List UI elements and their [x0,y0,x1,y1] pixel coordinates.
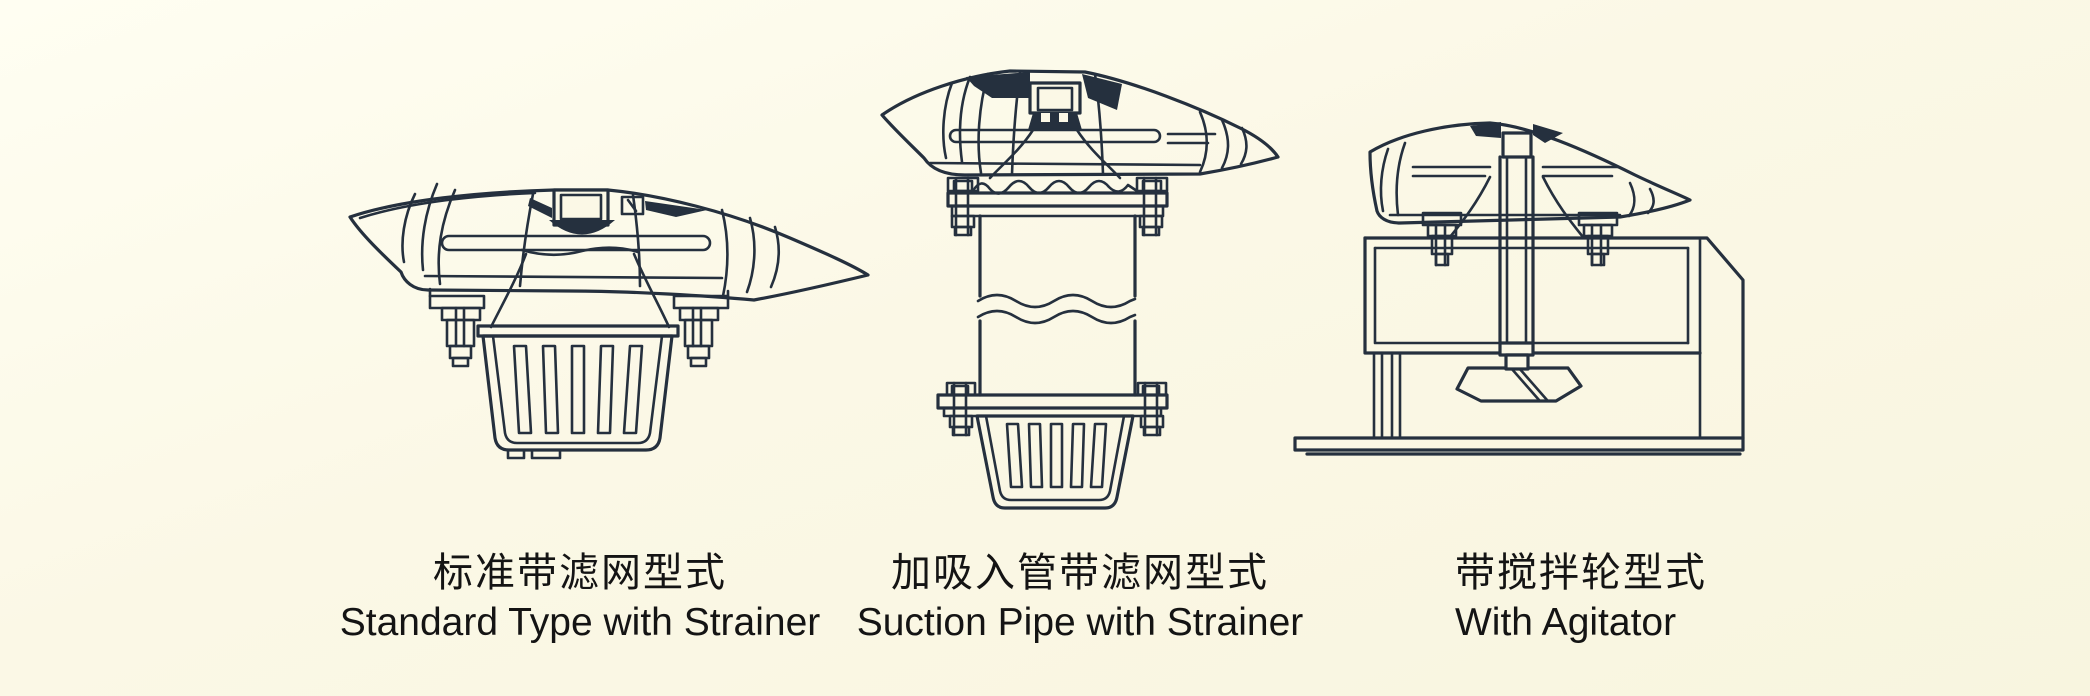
mounting-frame [1363,236,1745,440]
mounting-bolt-right [672,289,730,368]
upper-flange [946,176,1169,237]
handle-groove [440,234,712,252]
figure-suction-pipe-strainer [870,50,1300,520]
lower-flange [936,381,1169,437]
figure-label-zh: 加吸入管带滤网型式 [891,551,1269,595]
pump-body [880,69,1280,180]
drive-shaft [1498,131,1535,357]
figure-label-en: Standard Type with Strainer [339,601,821,644]
mounting-bolt-left [1421,211,1463,267]
pump-body [348,182,870,329]
strainer-basket [476,324,680,460]
shadow-crescent [549,220,615,235]
pump-body [1368,121,1692,239]
standard-strainer-diagram [348,182,870,460]
figure-label-en: Suction Pipe with Strainer [856,601,1304,644]
baseplate [1293,436,1745,456]
with-agitator-diagram [1293,121,1745,456]
figure-caption-suction-pipe: 加吸入管带滤网型式 Suction Pipe with Strainer [855,548,1305,648]
suction-pipe [976,214,1137,397]
figure-caption-standard: 标准带滤网型式 Standard Type with Strainer [315,548,845,648]
suction-pipe-strainer-diagram [880,69,1280,510]
strainer-basket [975,414,1135,510]
figure-with-agitator [1285,105,1755,465]
handle-groove [948,128,1162,144]
figure-label-zh: 带搅拌轮型式 [1455,551,1707,595]
figure-standard-strainer [330,150,875,480]
figure-label-en: With Agitator [1455,601,1677,644]
figure-caption-agitator: 带搅拌轮型式 With Agitator [1455,548,1875,648]
figure-label-zh: 标准带滤网型式 [433,551,727,595]
pipe-break-line [976,293,1137,309]
mounting-bolt-right [1577,211,1619,267]
agitator-blades [1455,366,1583,403]
agitator-assembly [1455,341,1583,403]
mounting-bolt-left [428,287,486,368]
seal-collar [1028,113,1082,130]
